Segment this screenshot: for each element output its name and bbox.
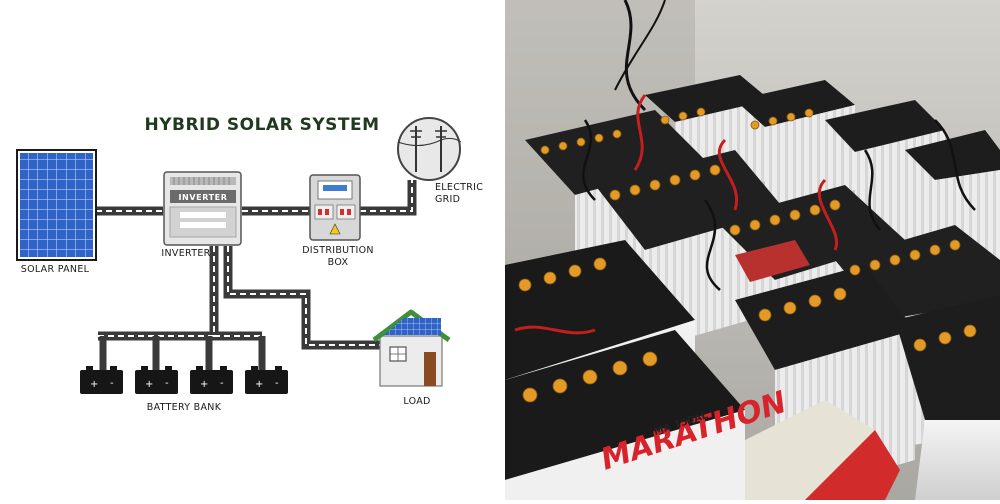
- inverter-icon: [163, 171, 242, 246]
- svg-text:-: -: [220, 378, 224, 389]
- cables: [514, 94, 976, 335]
- cardboard-box: [745, 400, 875, 500]
- load-label: LOAD: [403, 396, 430, 407]
- hybrid-solar-diagram: HYBRID SOLAR SYSTEM: [16, 115, 483, 413]
- inverter-screen-label: INVERTER: [178, 193, 227, 202]
- distribution-box-label-line1: DISTRIBUTION: [302, 245, 374, 256]
- svg-text:-: -: [110, 378, 114, 389]
- electric-grid-icon: [397, 117, 462, 181]
- battery-bank-label: BATTERY BANK: [147, 402, 222, 413]
- svg-text:-: -: [275, 378, 279, 389]
- svg-text:+: +: [90, 379, 98, 390]
- house-load-icon: [372, 309, 451, 387]
- diagram-title: HYBRID SOLAR SYSTEM: [144, 115, 379, 135]
- battery-bank-icon: + - + - + -: [80, 366, 288, 394]
- svg-text:-: -: [165, 378, 169, 389]
- svg-text:+: +: [145, 379, 153, 390]
- solar-panel-label: SOLAR PANEL: [21, 264, 90, 275]
- red-package: [805, 430, 900, 500]
- distribution-box-label-line2: BOX: [328, 257, 349, 268]
- svg-text:+: +: [255, 379, 263, 390]
- svg-text:+: +: [200, 379, 208, 390]
- battery-bank-photo: MARATHON MA 150AL: [505, 0, 1000, 500]
- red-cloth: [735, 240, 810, 282]
- inverter-label: INVERTER: [161, 248, 210, 259]
- electric-grid-label-line1: ELECTRIC: [435, 182, 483, 193]
- electric-grid-label-line2: GRID: [435, 194, 460, 205]
- wires: [96, 180, 417, 370]
- distribution-box-icon: [309, 174, 361, 241]
- terminal-caps: [518, 107, 977, 403]
- solar-panel-icon: [16, 149, 97, 261]
